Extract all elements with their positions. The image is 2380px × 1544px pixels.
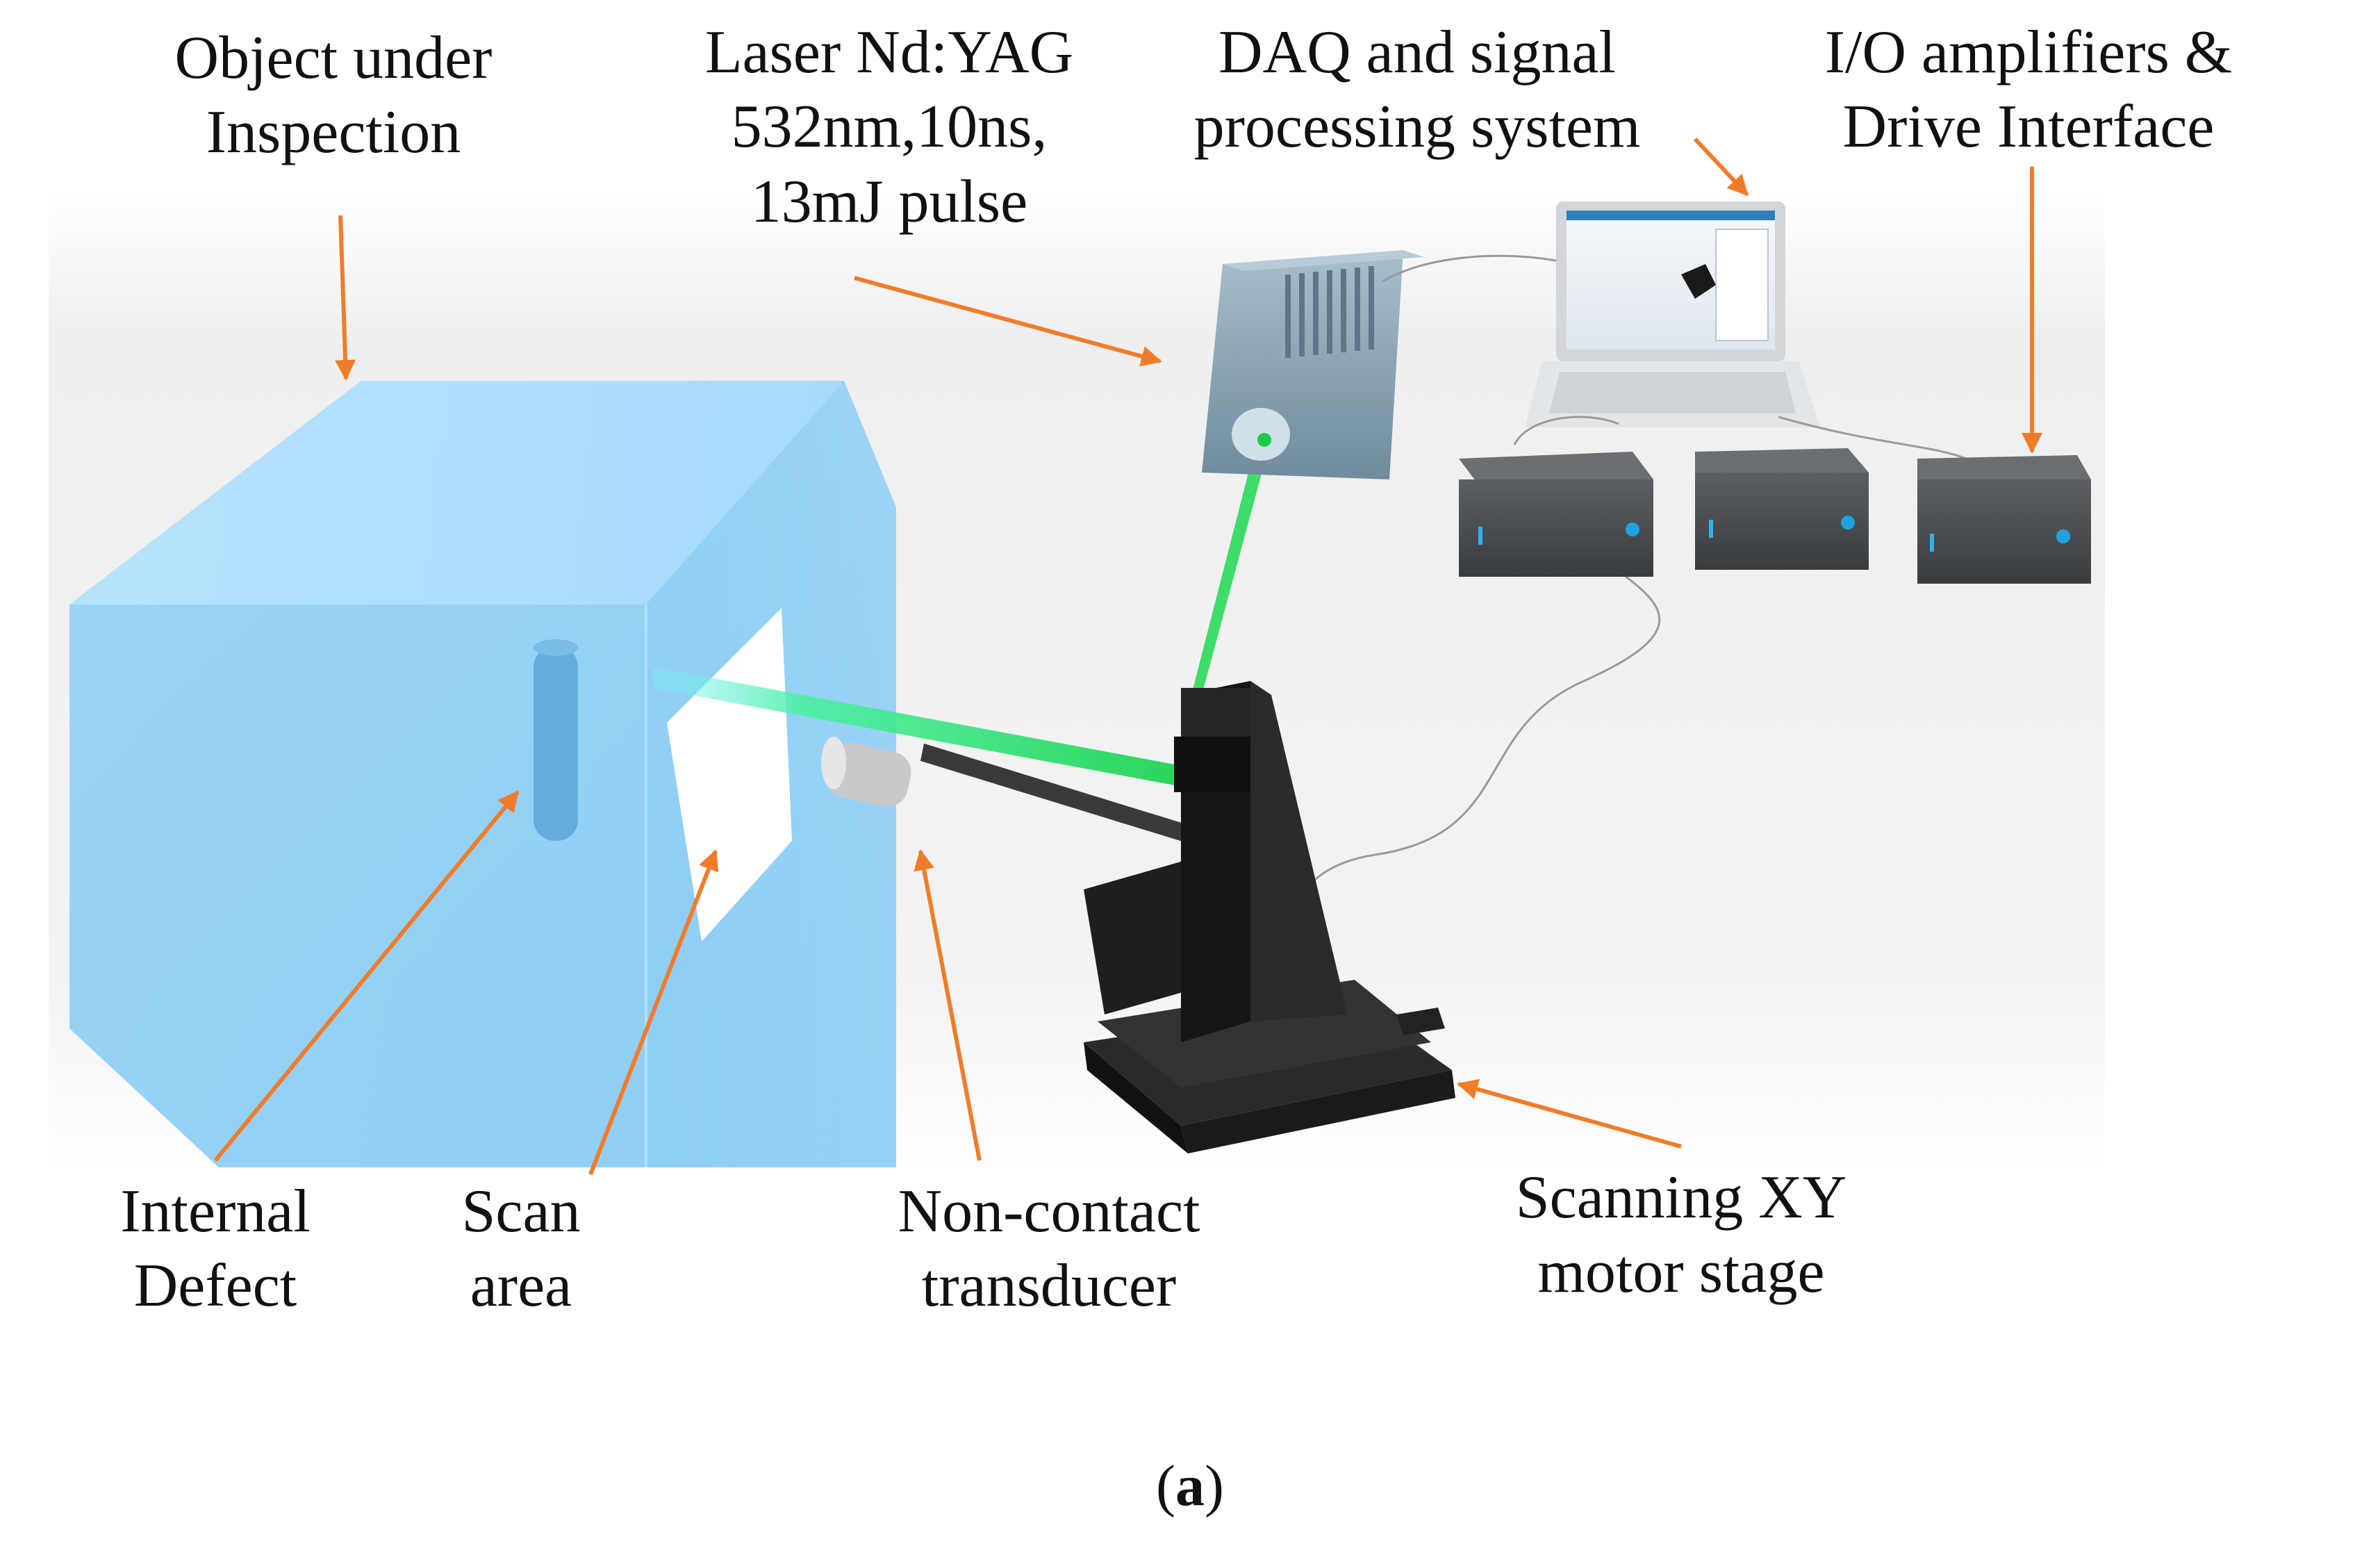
label-object-under-inspection: Object under Inspection [174,24,493,167]
transducer [821,737,1195,844]
laser-beam [653,438,1271,785]
laser-device [1202,250,1424,479]
arrow-daq [1693,137,1749,197]
arrow-stage [1457,1078,1682,1149]
internal-defect [534,639,578,841]
io-amplifier-box [1917,455,2091,584]
label-scan-area: Scan area [461,1178,581,1320]
callout-arrows [213,137,2042,1176]
label-daq: DAQ and signal processing system [1193,19,1641,161]
laptop [1525,202,1820,427]
arrow-object [335,215,356,381]
inspection-cube [69,381,896,1167]
label-internal-defect: Internal Defect [120,1178,311,1320]
xy-motor-stage [1084,681,1455,1153]
label-laser: Laser Nd:YAG 532nm,10ns, 13mJ pulse [704,19,1074,236]
arrow-laser [854,276,1162,367]
label-scanning-xy-stage: Scanning XY motor stage [1515,1164,1847,1306]
arrow-transducer [914,849,982,1161]
arrow-defect [213,790,520,1162]
label-io-amplifiers: I/O amplifiers & Drive Interface [1824,19,2233,161]
figure-caption: (a) [1156,1454,1224,1518]
io-amplifier-box [1695,448,1869,570]
arrow-scan-area [588,849,719,1176]
cables [1270,254,1967,933]
io-amplifier-box [1459,452,1653,577]
label-non-contact-transducer: Non-contact transducer [898,1178,1200,1320]
